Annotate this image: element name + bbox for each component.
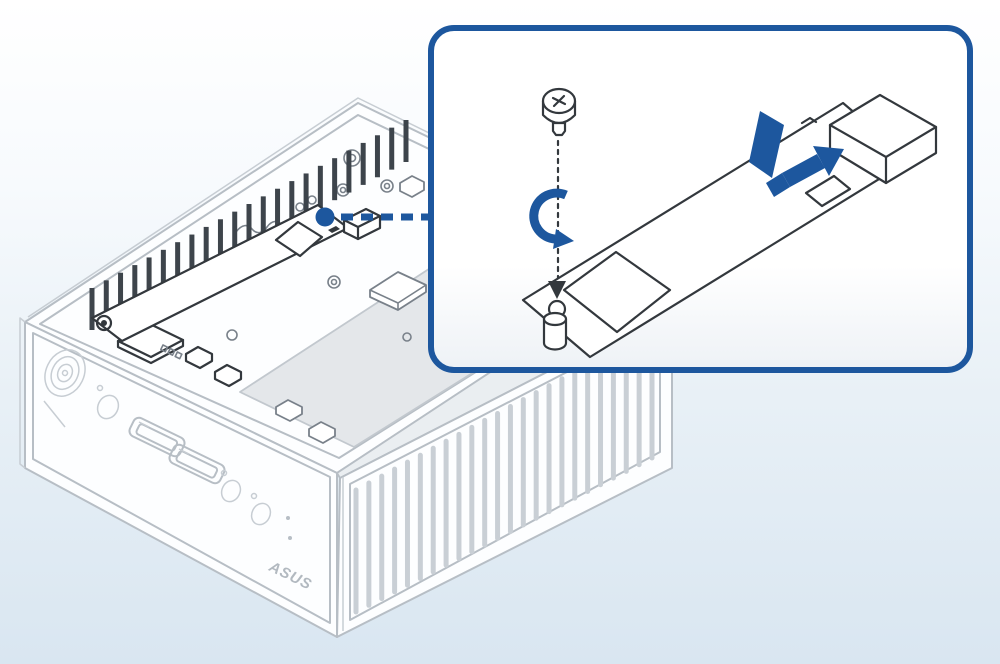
- ssd-mount-screw: [95, 314, 113, 332]
- memory-slot-edge: [369, 284, 427, 310]
- front-face-inner-rim: [32, 332, 331, 624]
- left-side-edge: [19, 317, 26, 469]
- socket-key: [328, 226, 340, 233]
- pin-header: [160, 344, 183, 360]
- arrow-shaft: [782, 154, 825, 187]
- socket-edges: [828, 123, 938, 185]
- screw-shaft: [551, 121, 567, 137]
- mic-icon: [250, 492, 258, 500]
- standoff-top: [542, 311, 568, 327]
- front-panel-fine-print: [43, 400, 66, 428]
- tray-clip: [275, 399, 303, 422]
- insert-highlight-flag: [749, 111, 784, 178]
- usb-header-block: [213, 363, 243, 388]
- callout-illustration: [521, 87, 938, 359]
- grille-frame: [349, 323, 661, 621]
- ssd-chip: [804, 174, 852, 208]
- rotate-clockwise-arrow-icon: [529, 188, 574, 249]
- standoff-post: [542, 281, 568, 351]
- screw-target-arrowhead: [548, 281, 566, 299]
- usb-header-block: [184, 345, 214, 370]
- headphone-icon: [220, 469, 228, 477]
- internal-vent-fins: [89, 120, 409, 330]
- rim-post: [399, 175, 425, 198]
- installed-m2-ssd: [90, 203, 382, 343]
- ssd-label-pad: [562, 250, 672, 334]
- arrow-tail: [766, 173, 790, 197]
- screw-cross-slot: [551, 94, 567, 108]
- front-panel: ASUS: [19, 317, 338, 638]
- headphone-jack: [220, 479, 242, 503]
- usb-port-label: [178, 448, 190, 455]
- phillips-screw-icon: [541, 87, 577, 137]
- mic-jack: [250, 502, 272, 526]
- zoom-callout-box: [428, 25, 973, 373]
- button-icon: [96, 384, 104, 392]
- standoff-body: [542, 317, 568, 351]
- callout-leader-line: [315, 207, 429, 227]
- memory-slot: [369, 271, 427, 311]
- insert-direction-arrow-icon: [766, 146, 844, 197]
- function-button: [96, 394, 120, 420]
- tray-clip: [308, 421, 336, 444]
- rotation-arc: [529, 188, 568, 244]
- rotation-arrowhead: [553, 229, 574, 249]
- front-io-module-edge: [116, 338, 185, 365]
- usb-port-2: [168, 443, 226, 485]
- ssd-mount-screw-center: [101, 320, 107, 326]
- power-icon: [61, 369, 69, 377]
- usb-port-label: [138, 421, 150, 428]
- status-led-dots: [286, 516, 292, 540]
- arrow-head: [813, 146, 844, 176]
- power-button: [44, 349, 86, 397]
- leader-dot: [315, 207, 335, 227]
- ssd-label-pad: [274, 220, 324, 258]
